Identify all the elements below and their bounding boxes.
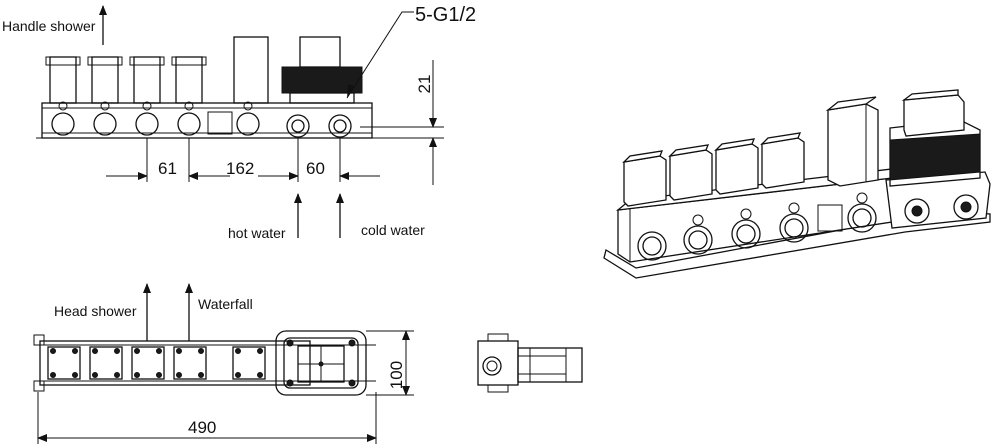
head-shower-label: Head shower [54,303,137,319]
dim-60: 60 [306,159,325,178]
handle-shower-label: Handle shower [2,18,96,34]
hot-water-label: hot water [228,225,286,241]
cold-water-label: cold water [361,222,425,238]
dim-100: 100 [387,361,406,389]
diverter-box [233,36,269,104]
front-view: Handle shower 5-G1/2 21 61 162 60 hot wa… [2,4,476,241]
plan-module-5 [232,346,266,380]
dim-490: 490 [188,418,216,437]
dim-21: 21 [415,75,434,94]
inlet-ports [286,114,352,138]
cartridge-3 [129,56,165,104]
top-view: Head shower Waterfall 100 490 [33,283,414,444]
cartridge-4 [171,56,207,104]
dim-61: 61 [158,159,177,178]
connection-size-label: 5-G1/2 [415,4,476,26]
isometric-view [603,89,991,279]
plan-module-3 [131,346,165,380]
dim-162: 162 [226,159,254,178]
screw-holes [50,348,263,378]
plan-module-2 [89,346,123,380]
cartridge-2 [87,56,123,104]
cartridge-1 [45,56,81,104]
waterfall-label: Waterfall [198,296,253,312]
outlet-ports [51,101,260,136]
side-view [477,333,583,393]
plan-module-1 [47,346,81,380]
plan-module-4 [173,346,207,380]
plan-thermostat-plate [275,330,367,396]
